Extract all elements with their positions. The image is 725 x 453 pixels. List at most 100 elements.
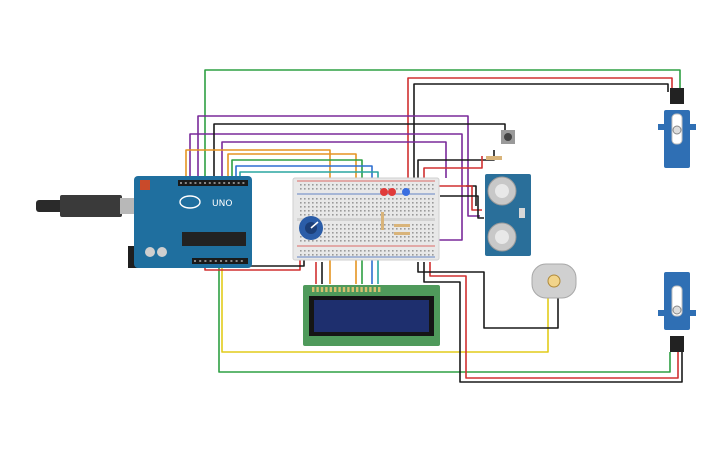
resistor-2[interactable] — [394, 224, 410, 227]
lcd-pin — [312, 287, 315, 292]
breadboard-hole — [308, 240, 310, 242]
breadboard-hole — [308, 188, 310, 190]
breadboard-hole — [360, 232, 362, 234]
breadboard-hole — [340, 224, 342, 226]
wire-black-top-servo[interactable] — [413, 83, 669, 180]
resistor-button[interactable] — [486, 156, 502, 160]
breadboard-hole — [312, 240, 314, 242]
led-red-2[interactable] — [388, 188, 396, 196]
wire-black-bottom-servo[interactable] — [423, 262, 683, 383]
lcd-pin — [334, 287, 337, 292]
wire-yellow-motor[interactable] — [221, 262, 549, 353]
breadboard-hole — [368, 228, 370, 230]
breadboard[interactable] — [292, 177, 440, 261]
arduino-uno-board[interactable]: UNO — [36, 176, 252, 268]
power-analog-pin[interactable] — [204, 260, 207, 262]
breadboard-hole — [340, 214, 342, 216]
breadboard-hole — [428, 232, 430, 234]
breadboard-hole — [404, 210, 406, 212]
wire-red-resistor[interactable] — [423, 156, 483, 180]
wire-green-bottom-servo[interactable] — [218, 262, 671, 373]
dc-motor[interactable] — [531, 263, 577, 299]
breadboard-hole — [432, 232, 434, 234]
breadboard-hole — [424, 184, 426, 186]
breadboard-hole — [372, 210, 374, 212]
power-analog-pin[interactable] — [240, 260, 243, 262]
breadboard-hole — [352, 198, 354, 200]
digital-pin[interactable] — [218, 182, 221, 184]
wire-red-bottom-servo[interactable] — [429, 262, 679, 379]
breadboard-hole — [416, 206, 418, 208]
lcd-pin — [325, 287, 328, 292]
breadboard-hole — [416, 228, 418, 230]
ultrasonic-sensor[interactable] — [485, 174, 531, 256]
breadboard-hole — [392, 202, 394, 204]
digital-pin[interactable] — [213, 182, 216, 184]
wire-red-top-servo[interactable] — [407, 77, 673, 180]
wire-purple-3[interactable] — [221, 141, 447, 180]
power-analog-pin[interactable] — [235, 260, 238, 262]
power-analog-pin[interactable] — [209, 260, 212, 262]
digital-pin[interactable] — [228, 182, 230, 184]
lcd-display[interactable] — [303, 285, 440, 346]
resistor-3[interactable] — [394, 232, 410, 235]
wire-purple-1[interactable] — [197, 115, 480, 217]
breadboard-hole — [428, 228, 430, 230]
breadboard-hole — [384, 250, 386, 252]
breadboard-hole — [308, 254, 310, 256]
breadboard-hole — [424, 236, 426, 238]
power-analog-pin[interactable] — [194, 260, 196, 262]
breadboard-hole — [304, 250, 306, 252]
wire-black-sensor[interactable] — [440, 195, 484, 219]
pushbutton[interactable] — [501, 130, 515, 144]
breadboard-hole — [396, 228, 398, 230]
resistor-1[interactable] — [381, 212, 384, 230]
digital-pin[interactable] — [189, 182, 192, 184]
digital-pin[interactable] — [184, 182, 187, 184]
digital-pin[interactable] — [208, 182, 211, 184]
led-red[interactable] — [380, 188, 388, 196]
breadboard-hole — [428, 214, 430, 216]
servo-bottom-connector — [670, 336, 684, 352]
breadboard-hole — [324, 210, 326, 212]
power-analog-pin[interactable] — [225, 260, 228, 262]
digital-pin[interactable] — [194, 182, 197, 184]
power-analog-pin[interactable] — [230, 260, 233, 262]
wire-green-top-servo[interactable] — [204, 69, 681, 180]
power-analog-pin[interactable] — [214, 260, 217, 262]
digital-pin[interactable] — [242, 182, 245, 184]
breadboard-hole — [328, 202, 330, 204]
breadboard-hole — [360, 202, 362, 204]
power-analog-pin[interactable] — [220, 260, 222, 262]
breadboard-hole — [352, 254, 354, 256]
sensor-crystal — [519, 208, 525, 218]
breadboard-hole — [328, 188, 330, 190]
servo-bottom[interactable] — [658, 272, 696, 352]
wire-black-gnd[interactable] — [417, 150, 495, 180]
digital-pin[interactable] — [199, 182, 202, 184]
wire-black-motor[interactable] — [417, 262, 559, 329]
digital-pin[interactable] — [180, 182, 182, 184]
breadboard-hole — [404, 202, 406, 204]
led-blue[interactable] — [402, 188, 410, 196]
breadboard-hole — [344, 202, 346, 204]
power-analog-pin[interactable] — [199, 260, 202, 262]
breadboard-hole — [340, 210, 342, 212]
digital-pin[interactable] — [232, 182, 235, 184]
breadboard-hole — [424, 202, 426, 204]
digital-pin[interactable] — [204, 182, 206, 184]
digital-pin[interactable] — [237, 182, 240, 184]
breadboard-hole — [404, 236, 406, 238]
breadboard-hole — [412, 232, 414, 234]
breadboard-hole — [372, 202, 374, 204]
servo-top[interactable] — [658, 88, 696, 168]
digital-pin[interactable] — [223, 182, 226, 184]
reset-button[interactable] — [140, 180, 150, 190]
breadboard-hole — [356, 202, 358, 204]
potentiometer[interactable] — [299, 216, 323, 240]
breadboard-hole — [404, 250, 406, 252]
wire-red-sensor[interactable] — [438, 185, 482, 211]
breadboard-hole — [404, 214, 406, 216]
breadboard-hole — [400, 254, 402, 256]
